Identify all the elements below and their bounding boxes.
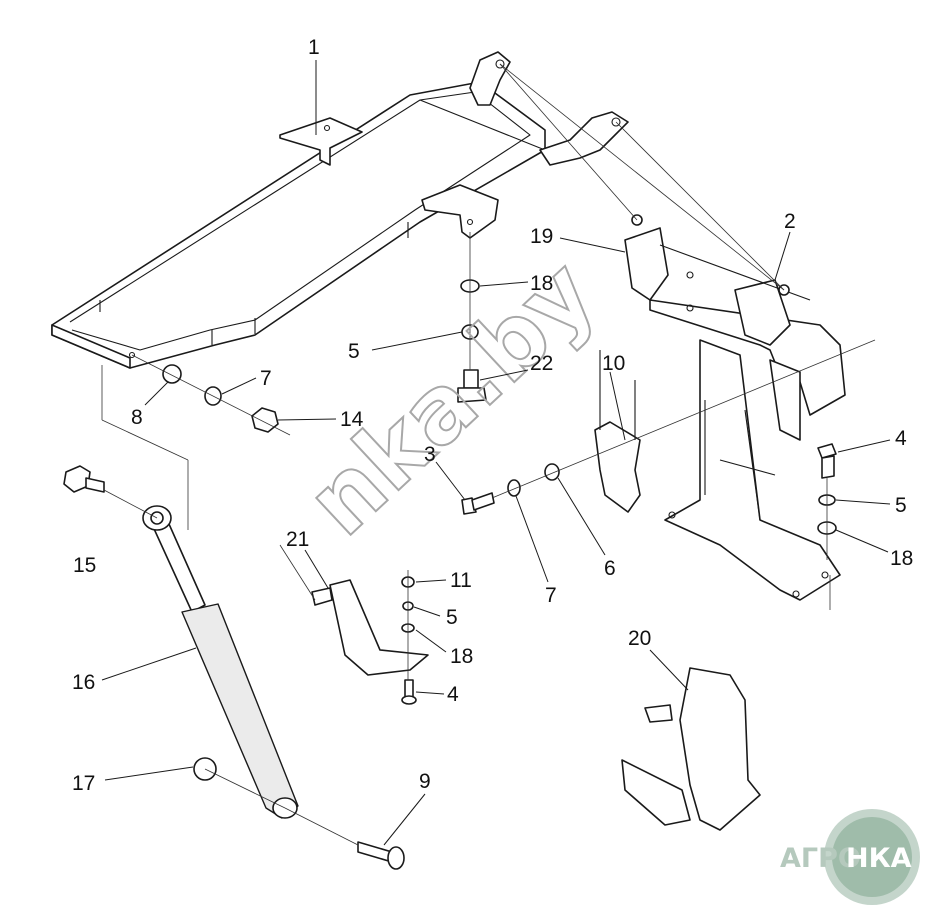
callout-20: 20 [628,627,651,650]
assembly-guides [101,63,876,846]
callout-9: 9 [419,770,431,793]
leader-lines [101,60,891,846]
callout-18: 18 [450,645,473,668]
callout-22: 22 [530,352,553,375]
watermark: nka.by [286,238,617,557]
callout-7: 7 [545,584,557,607]
callout-17: 17 [72,772,95,795]
callout-4: 4 [895,427,907,450]
part-16-gas-strut [142,505,299,819]
callout-18: 18 [530,272,553,295]
fasteners [63,279,837,870]
part-10-clamp [594,350,641,513]
part-2-stand [664,339,841,610]
part-21-bracket [311,579,429,676]
callout-4: 4 [447,683,459,706]
watermark-text: nka.by [287,239,616,556]
callout-19: 19 [530,225,553,248]
callout-6: 6 [604,557,616,580]
callout-5: 5 [446,606,458,629]
callout-11: 11 [450,569,472,592]
callout-2: 2 [784,210,796,233]
callout-18: 18 [890,547,913,570]
callout-14: 14 [340,408,364,431]
logo-text-left: АГРО [780,843,861,874]
callout-labels: 1 2 19 18 5 22 10 7 8 14 3 4 5 18 15 21 … [72,36,913,795]
callout-8: 8 [131,406,143,429]
callout-16: 16 [72,671,95,694]
callout-21: 21 [286,528,309,551]
callout-5: 5 [895,494,907,517]
callout-1: 1 [308,36,320,59]
logo-text-right: НКА [846,843,912,874]
callout-15: 15 [73,554,96,577]
callout-10: 10 [602,352,625,375]
agronka-logo: АГРО НКА [780,809,920,905]
callout-3: 3 [424,443,436,466]
callout-5: 5 [348,340,360,363]
part-20-holder [621,667,761,831]
callout-7: 7 [260,367,272,390]
